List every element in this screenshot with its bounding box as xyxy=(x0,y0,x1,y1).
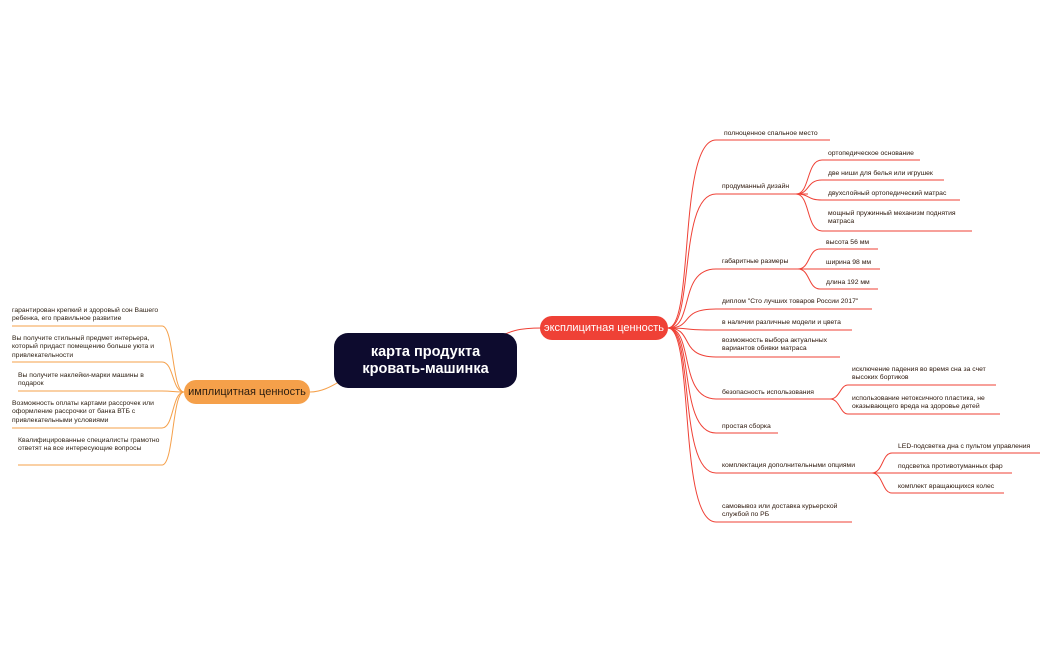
explicit-value-node[interactable]: эксплицитная ценность xyxy=(540,316,668,340)
subtopic-high-sides[interactable]: исключение падения во время сна за счет … xyxy=(852,366,986,382)
subtopic-orthopedic-base[interactable]: ортопедическое основание xyxy=(828,150,914,157)
topic-dimensions[interactable]: габаритные размеры xyxy=(722,258,789,265)
subtopic-width[interactable]: ширина 98 мм xyxy=(826,259,872,266)
implicit-value-node[interactable]: имплицитная ценность xyxy=(184,380,310,404)
subtopic-led-light[interactable]: LED-подсветка дна с пультом управления xyxy=(898,443,1031,450)
subtopic-length[interactable]: длина 192 мм xyxy=(826,279,870,286)
topic-options[interactable]: комплектация дополнительными опциями xyxy=(722,462,856,469)
implicit-topic-installments[interactable]: Возможность оплаты картами рассрочек или… xyxy=(12,400,154,424)
topic-delivery[interactable]: самовывоз или доставка курьерской службо… xyxy=(722,503,838,519)
subtopic-storage-niches[interactable]: две ниши для белья или игрушек xyxy=(828,170,933,177)
subtopic-height[interactable]: высота 56 мм xyxy=(826,239,870,246)
subtopic-non-toxic-plastic[interactable]: использование нетоксичного пластика, не … xyxy=(852,395,985,411)
implicit-value-label: имплицитная ценность xyxy=(188,386,306,398)
topic-assembly[interactable]: простая сборка xyxy=(722,423,771,430)
topic-design[interactable]: продуманный дизайн xyxy=(722,183,790,190)
implicit-topic-specialists[interactable]: Квалифицированные специалисты грамотно о… xyxy=(18,437,160,453)
topic-upholstery[interactable]: возможность выбора актуальных вариантов … xyxy=(722,337,828,353)
implicit-topic-interior[interactable]: Вы получите стильный предмет интерьера, … xyxy=(12,335,154,359)
subtopic-wheels[interactable]: комплект вращающихся колес xyxy=(898,483,995,490)
subtopic-spring-mechanism[interactable]: мощный пружинный механизм поднятия матра… xyxy=(828,210,956,226)
implicit-topic-stickers[interactable]: Вы получите наклейки-марки машины в пода… xyxy=(18,372,144,388)
subtopic-mattress[interactable]: двухслойный ортопедический матрас xyxy=(828,190,947,197)
central-topic[interactable]: карта продукта кровать-машинка xyxy=(334,333,517,388)
subtopic-fog-lights[interactable]: подсветка противотуманных фар xyxy=(898,463,1003,470)
topic-models-colors[interactable]: в наличии различные модели и цвета xyxy=(722,319,841,326)
central-title-line1: карта продукта xyxy=(370,343,481,360)
topic-safety[interactable]: безопасность использования xyxy=(722,389,814,396)
explicit-value-label: эксплицитная ценность xyxy=(543,322,665,334)
topic-sleeping-place[interactable]: полноценное спальное место xyxy=(724,130,818,137)
central-title-line2: кровать-машинка xyxy=(362,360,489,377)
implicit-topic-sleep[interactable]: гарантирован крепкий и здоровый сон Ваше… xyxy=(12,307,159,323)
topic-diploma[interactable]: диплом "Сто лучших товаров России 2017" xyxy=(722,298,859,305)
